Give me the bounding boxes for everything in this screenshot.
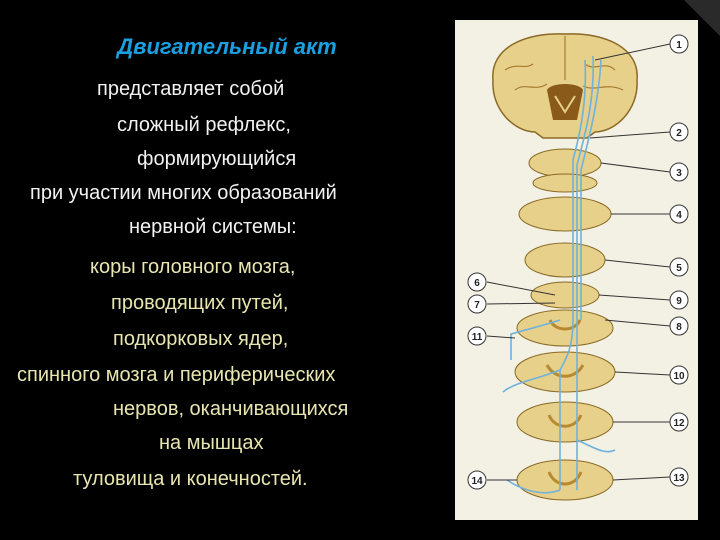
text-line-12: туловища и конечностей. — [73, 468, 308, 491]
brainstem-sections — [519, 149, 611, 308]
text-line-5: нервной системы: — [129, 216, 297, 239]
text-line-7: проводящих путей, — [111, 292, 288, 315]
label-3: 3 — [676, 168, 682, 179]
text-line-4: при участии многих образований — [30, 182, 337, 205]
text-line-9: спинного мозга и периферических — [17, 364, 335, 387]
label-13: 13 — [673, 473, 685, 484]
text-line-6: коры головного мозга, — [90, 256, 295, 279]
label-1: 1 — [676, 40, 682, 51]
motor-pathway-diagram: 1 2 3 4 5 9 8 10 12 13 6 7 11 — [455, 20, 698, 520]
spinal-sections — [515, 310, 615, 500]
text-line-2: сложный рефлекс, — [117, 114, 291, 137]
label-8: 8 — [676, 322, 682, 333]
label-10: 10 — [673, 371, 685, 382]
right-number-labels: 1 2 3 4 5 9 8 10 12 13 — [670, 35, 688, 486]
text-line-1: представляет собой — [97, 78, 284, 101]
label-11: 11 — [472, 332, 483, 343]
label-5: 5 — [676, 263, 682, 274]
label-4: 4 — [676, 210, 682, 221]
label-14: 14 — [471, 476, 483, 487]
pathway-svg: 1 2 3 4 5 9 8 10 12 13 6 7 11 — [455, 20, 698, 520]
label-7: 7 — [474, 300, 480, 311]
label-12: 12 — [673, 418, 685, 429]
label-9: 9 — [676, 296, 682, 307]
text-line-3: формирующийся — [137, 148, 296, 171]
left-number-labels: 6 7 11 14 — [468, 273, 486, 489]
text-line-10: нервов, оканчивающихся — [113, 398, 348, 421]
label-6: 6 — [474, 278, 480, 289]
label-2: 2 — [676, 128, 682, 139]
text-line-8: подкорковых ядер, — [113, 328, 288, 351]
text-line-11: на мышцах — [159, 432, 263, 455]
slide-title: Двигательный акт — [62, 34, 392, 60]
brain-section — [493, 34, 637, 138]
